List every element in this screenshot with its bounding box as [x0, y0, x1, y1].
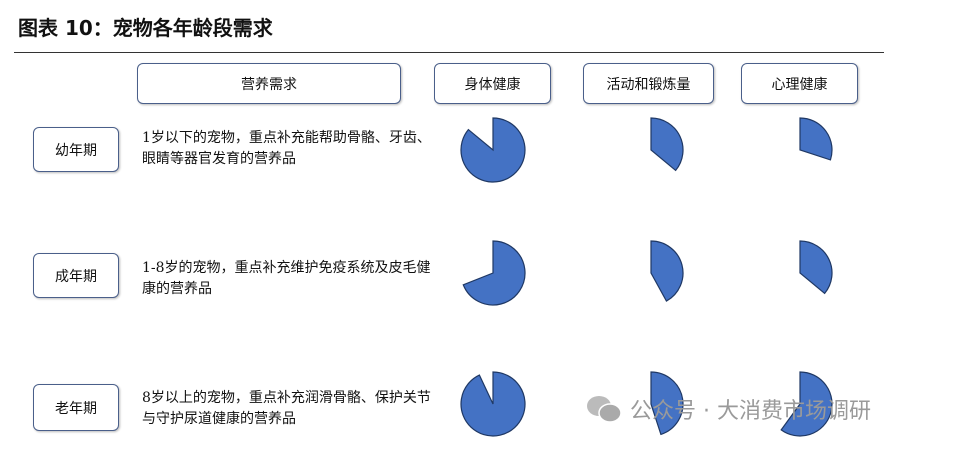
pie-slice — [780, 371, 833, 437]
header-physical-health: 身体健康 — [434, 63, 551, 104]
harvey-ball-1-1 — [650, 240, 684, 302]
desc-juvenile: 1岁以下的宠物，重点补充能帮助骨骼、牙齿、眼睛等器官发育的营养品 — [142, 130, 431, 167]
watermark: 公众号 · 大消费市场调研 — [586, 393, 871, 425]
harvey-ball-2-1 — [650, 371, 684, 436]
desc-adult: 1-8岁的宠物，重点补充维护免疫系统及皮毛健康的营养品 — [142, 260, 431, 297]
header-mental-health: 心理健康 — [741, 63, 858, 104]
pie-slice — [650, 240, 684, 302]
row-label-adult: 成年期 — [33, 253, 119, 298]
pie-slice — [650, 371, 684, 436]
row-label-juvenile: 幼年期 — [33, 127, 119, 172]
pie-slice — [799, 240, 833, 295]
pie-slice — [460, 117, 526, 183]
harvey-ball-0-2 — [799, 117, 833, 161]
figure-title: 图表 10：宠物各年龄段需求 — [18, 16, 273, 40]
header-activity: 活动和锻炼量 — [583, 63, 714, 104]
pie-slice — [460, 371, 526, 437]
harvey-ball-2-2 — [780, 371, 833, 437]
row-label-senior: 老年期 — [33, 384, 119, 431]
pie-slice — [650, 117, 684, 172]
wechat-icon — [587, 396, 622, 423]
desc-senior: 8岁以上的宠物，重点补充润滑骨骼、保护关节与守护尿道健康的营养品 — [142, 390, 431, 427]
harvey-ball-0-1 — [650, 117, 684, 172]
harvey-ball-2-0 — [460, 371, 526, 437]
harvey-ball-1-0 — [462, 240, 526, 306]
harvey-ball-1-2 — [799, 240, 833, 295]
pie-slice — [799, 117, 833, 161]
header-nutrition: 营养需求 — [137, 63, 401, 104]
harvey-ball-0-0 — [460, 117, 526, 183]
pie-slice — [462, 240, 526, 306]
watermark-text: 公众号 · 大消费市场调研 — [630, 399, 871, 424]
title-divider — [14, 52, 884, 53]
